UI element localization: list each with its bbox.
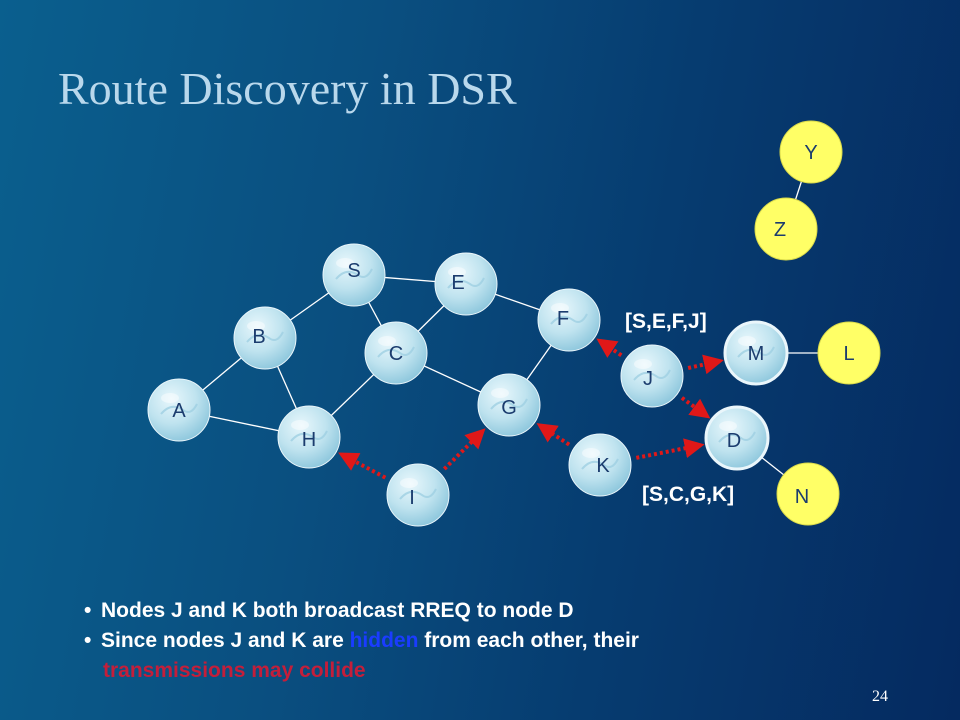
node-label-S: S bbox=[347, 260, 360, 282]
node-label-N: N bbox=[795, 486, 809, 508]
node-circle-G bbox=[477, 373, 541, 437]
node-texture-S bbox=[335, 268, 373, 280]
node-F: F bbox=[537, 288, 601, 352]
node-highlight-M bbox=[738, 336, 756, 346]
node-highlight-K bbox=[582, 448, 600, 458]
node-circle-S bbox=[322, 243, 386, 307]
node-E: E bbox=[434, 252, 498, 316]
broadcast-arrow-I-H bbox=[338, 452, 387, 480]
node-circle-K bbox=[568, 433, 632, 497]
node-label-D: D bbox=[727, 430, 741, 452]
node-G: G bbox=[477, 373, 541, 437]
node-circle-D bbox=[704, 405, 770, 471]
node-highlight-A bbox=[161, 393, 179, 403]
node-circle-N bbox=[776, 462, 840, 526]
node-texture-G bbox=[490, 398, 528, 410]
broadcast-arrow-J-M bbox=[687, 354, 724, 375]
node-highlight-D bbox=[719, 421, 737, 431]
bullet-item-2: •Since nodes J and K are hidden from eac… bbox=[84, 629, 639, 652]
node-circle-J bbox=[620, 344, 684, 408]
hidden-highlight: hidden bbox=[349, 629, 419, 652]
node-highlight-H bbox=[291, 420, 309, 430]
node-highlight-S bbox=[336, 258, 354, 268]
node-label-A: A bbox=[172, 400, 186, 422]
node-M: M bbox=[723, 320, 789, 386]
node-S: S bbox=[322, 243, 386, 307]
node-label-G: G bbox=[501, 397, 517, 419]
node-texture-J bbox=[633, 369, 671, 381]
node-texture-F bbox=[550, 313, 588, 325]
broadcast-arrow-J-F bbox=[596, 338, 623, 358]
node-circle-Z bbox=[754, 197, 818, 261]
node-J: J bbox=[620, 344, 684, 408]
route-label-upper: [S,E,F,J] bbox=[625, 310, 707, 333]
node-label-J: J bbox=[643, 368, 653, 390]
node-texture-I bbox=[399, 488, 437, 500]
node-texture-A bbox=[160, 403, 198, 415]
node-D: D bbox=[704, 405, 770, 471]
node-circle-M bbox=[723, 320, 789, 386]
node-circle-F bbox=[537, 288, 601, 352]
node-label-B: B bbox=[252, 326, 265, 348]
node-label-E: E bbox=[451, 272, 464, 294]
broadcast-arrow-K-G bbox=[536, 423, 571, 447]
node-texture-H bbox=[290, 430, 328, 442]
node-texture-C bbox=[377, 346, 415, 358]
node-N: N bbox=[776, 462, 840, 526]
broadcast-arrows-layer bbox=[338, 338, 724, 480]
node-A: A bbox=[147, 378, 211, 442]
broadcast-arrow-K-D bbox=[635, 438, 705, 460]
node-label-Y: Y bbox=[804, 142, 817, 164]
node-label-H: H bbox=[302, 429, 316, 451]
node-highlight-I bbox=[400, 478, 418, 488]
node-texture-E bbox=[447, 277, 485, 289]
node-C: C bbox=[364, 321, 428, 385]
node-K: K bbox=[568, 433, 632, 497]
collide-highlight: transmissions may collide bbox=[103, 659, 366, 682]
node-highlight-G bbox=[491, 388, 509, 398]
node-L: L bbox=[817, 321, 881, 385]
page-number: 24 bbox=[872, 688, 888, 705]
node-circle-C bbox=[364, 321, 428, 385]
node-Z: Z bbox=[754, 197, 818, 261]
node-label-F: F bbox=[557, 308, 569, 330]
node-label-C: C bbox=[389, 343, 403, 365]
node-highlight-E bbox=[448, 267, 466, 277]
node-H: H bbox=[277, 405, 341, 469]
node-circle-L bbox=[817, 321, 881, 385]
node-texture-B bbox=[246, 331, 284, 343]
node-highlight-C bbox=[378, 336, 396, 346]
node-circle-H bbox=[277, 405, 341, 469]
route-label-lower: [S,C,G,K] bbox=[642, 483, 734, 506]
bullet-list: •Nodes J and K both broadcast RREQ to no… bbox=[84, 596, 884, 686]
node-label-K: K bbox=[596, 455, 610, 477]
node-circle-Y bbox=[779, 120, 843, 184]
node-Y: Y bbox=[779, 120, 843, 184]
node-texture-D bbox=[718, 431, 756, 443]
node-circle-E bbox=[434, 252, 498, 316]
node-B: B bbox=[233, 306, 297, 370]
node-circle-I bbox=[386, 463, 450, 527]
node-label-L: L bbox=[843, 343, 854, 365]
broadcast-arrow-I-G bbox=[442, 428, 486, 471]
node-highlight-B bbox=[247, 321, 265, 331]
node-circle-B bbox=[233, 306, 297, 370]
node-texture-M bbox=[737, 346, 775, 358]
node-highlight-F bbox=[551, 303, 569, 313]
node-label-I: I bbox=[409, 487, 415, 509]
bullet-item-1: •Nodes J and K both broadcast RREQ to no… bbox=[84, 599, 574, 622]
nodes-layer: S E F B C A H G I J K M D Y Z L N bbox=[147, 120, 881, 527]
node-label-Z: Z bbox=[774, 219, 786, 241]
node-texture-K bbox=[581, 458, 619, 470]
slide-title: Route Discovery in DSR bbox=[58, 63, 517, 114]
node-label-M: M bbox=[748, 343, 765, 365]
node-highlight-J bbox=[634, 359, 652, 369]
broadcast-arrow-J-D bbox=[680, 396, 711, 419]
node-circle-A bbox=[147, 378, 211, 442]
node-I: I bbox=[386, 463, 450, 527]
